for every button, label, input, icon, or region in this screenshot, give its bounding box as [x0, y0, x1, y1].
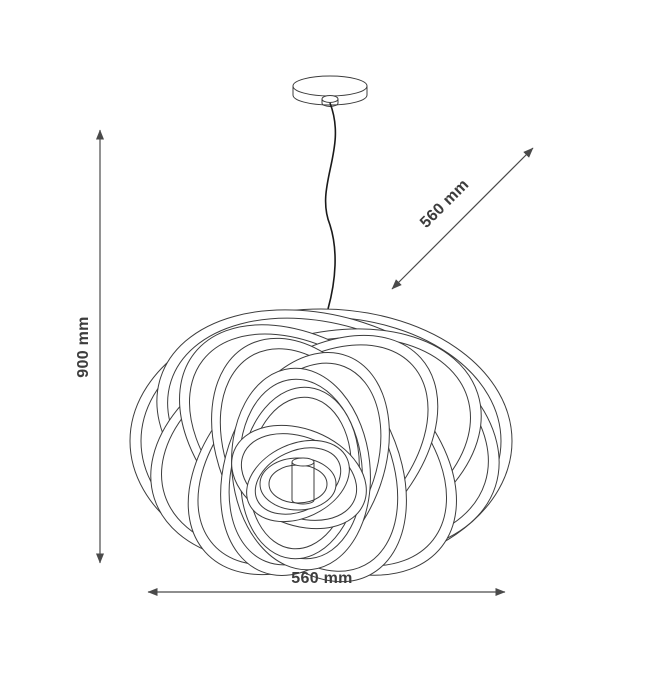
diagonal-dimension-line [391, 147, 534, 290]
lamp-socket [291, 457, 315, 505]
width-dimension-label: 560 mm [291, 570, 352, 587]
ceiling-canopy [292, 75, 368, 107]
diagonal-dimension: 560 mm [391, 147, 534, 290]
suspension-cable [324, 102, 337, 310]
height-dimension-label: 900 mm [75, 316, 92, 377]
diagonal-dimension-label: 560 mm [417, 176, 472, 231]
lampshade [129, 308, 513, 583]
width-dimension: 560 mm [147, 570, 506, 597]
height-dimension: 900 mm [75, 129, 105, 564]
